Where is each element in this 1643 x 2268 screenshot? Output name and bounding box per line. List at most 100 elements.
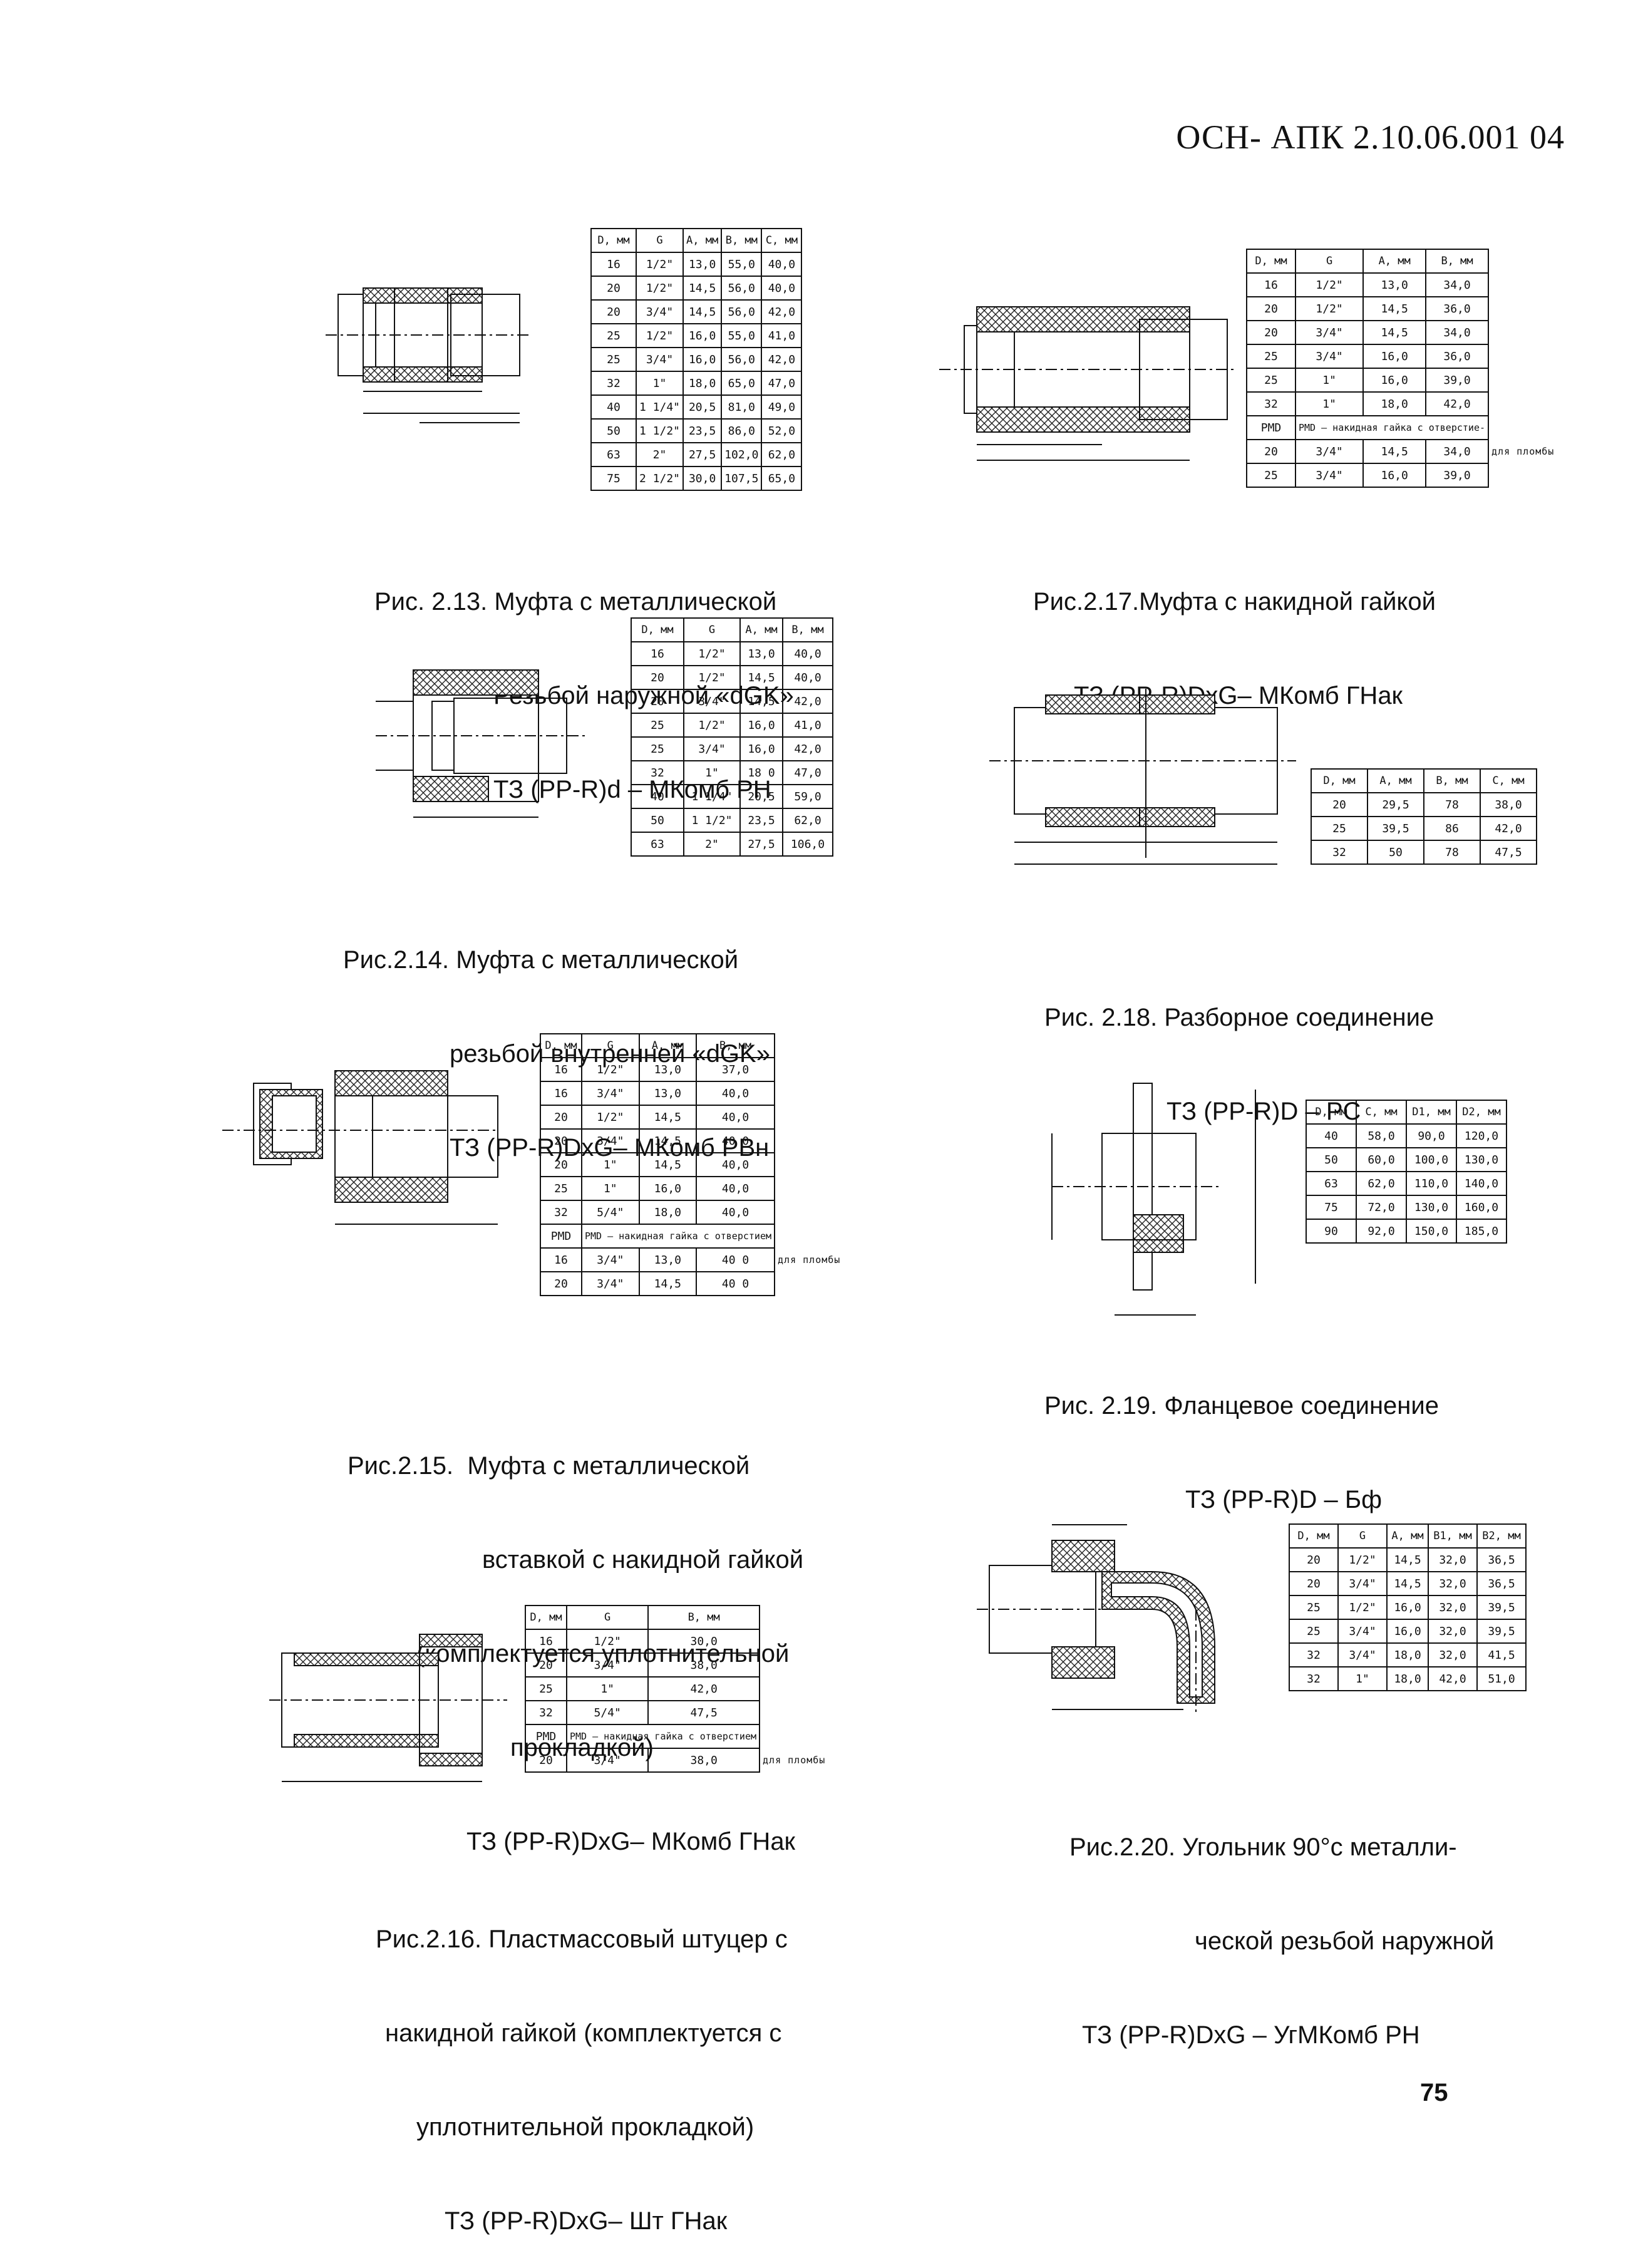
table-cell: 3/4" xyxy=(1294,439,1364,464)
table-cell: 86,0 xyxy=(721,418,763,443)
table-cell: 1" xyxy=(635,371,684,396)
table-cell: 25 xyxy=(1289,1619,1339,1644)
page-number: 75 xyxy=(1420,2079,1448,2106)
table-cell: 47,5 xyxy=(647,1700,761,1725)
table-cell: 37,0 xyxy=(696,1057,776,1082)
table-cell: 39,5 xyxy=(1367,816,1424,841)
table-cell: PMD – накидная гайка с отверстие- xyxy=(1294,415,1490,440)
table-cell: 75 xyxy=(590,466,637,491)
table-cell: 40,0 xyxy=(761,252,803,277)
table-cell: 5/4" xyxy=(581,1200,640,1225)
table-cell: 13,0 xyxy=(638,1081,698,1106)
table-cell: 18,0 xyxy=(682,371,723,396)
table-cell: 32 xyxy=(1289,1666,1339,1691)
drawing-fig-2-18 xyxy=(989,689,1296,865)
table-cell: 39,5 xyxy=(1476,1595,1527,1620)
table-cell: 16 xyxy=(540,1081,582,1106)
table-cell: 130,0 xyxy=(1406,1195,1457,1220)
table-cell: 3/4" xyxy=(1337,1571,1388,1596)
table-cell: 107,5 xyxy=(721,466,763,491)
table-cell: 5/4" xyxy=(565,1700,649,1725)
table-cell: А, мм xyxy=(682,228,723,253)
table-cell: 41,0 xyxy=(761,323,803,348)
table-cell: 34,0 xyxy=(1425,320,1490,345)
table-cell: 42,0 xyxy=(1428,1666,1478,1691)
table-cell: 39,0 xyxy=(1425,463,1490,488)
table-cell: А, мм xyxy=(1386,1523,1429,1549)
table-cell: 40,0 xyxy=(696,1176,776,1201)
table-cell: В2, мм xyxy=(1476,1523,1527,1549)
table-cell: 14,5 xyxy=(682,299,723,324)
table-cell: 55,0 xyxy=(721,323,763,348)
table-cell: 42,0 xyxy=(1425,391,1490,416)
table-cell: 60,0 xyxy=(1356,1147,1407,1172)
table-cell: PMD xyxy=(1246,415,1296,440)
table-cell: 50 xyxy=(590,418,637,443)
table-cell: 40,0 xyxy=(782,665,833,690)
table-cell: 41,0 xyxy=(782,713,833,738)
table-cell: 13,0 xyxy=(682,252,723,277)
table-cell: 40,0 xyxy=(696,1105,776,1130)
table-cell: 16 xyxy=(1246,272,1296,297)
drawing-fig-2-17 xyxy=(939,306,1234,461)
table-cell: 36,0 xyxy=(1425,344,1490,369)
table-cell: 38,0 xyxy=(647,1652,761,1678)
document-code: ОСН- АПК 2.10.06.001 04 xyxy=(1176,118,1565,156)
table-cell: 140,0 xyxy=(1456,1171,1507,1196)
table-cell: 14,5 xyxy=(739,665,783,690)
table-cell: PMD – накидная гайка с отверстием xyxy=(565,1724,761,1749)
table-cell: А, мм xyxy=(638,1033,698,1058)
table-cell: С, мм xyxy=(1480,768,1537,793)
table-cell: А, мм xyxy=(739,617,783,642)
table-cell: 16 xyxy=(540,1057,582,1082)
table-cell: 63 xyxy=(631,832,684,857)
table-cell: 65,0 xyxy=(721,371,763,396)
drawing-fig-2-20 xyxy=(977,1524,1215,1716)
table-cell: 20 xyxy=(540,1152,582,1177)
table-cell: 150,0 xyxy=(1406,1219,1457,1244)
table-cell: 14,5 xyxy=(638,1271,698,1296)
table-cell: 20 xyxy=(1246,439,1296,464)
table-cell: 47,0 xyxy=(761,371,803,396)
table-cell: 62,0 xyxy=(1356,1171,1407,1196)
table-cell: В, мм xyxy=(647,1605,761,1630)
table-cell: 13,0 xyxy=(638,1057,698,1082)
table-cell: В1, мм xyxy=(1428,1523,1478,1549)
table-cell: 36,5 xyxy=(1476,1571,1527,1596)
table-cell: 20 xyxy=(1289,1571,1339,1596)
table-cell: 50 xyxy=(631,808,684,833)
table-cell: 42,0 xyxy=(782,689,833,714)
table-cell: 23,5 xyxy=(682,418,723,443)
table-cell: 1 1/2" xyxy=(683,808,741,833)
table-cell: 1/2" xyxy=(635,252,684,277)
table-cell: 3/4" xyxy=(683,689,741,714)
table-cell: PMD xyxy=(525,1724,567,1749)
table-cell: 75 xyxy=(1306,1195,1357,1220)
table-cell: 25 xyxy=(1246,368,1296,393)
table-cell: для пломбы xyxy=(1491,446,1555,457)
table-cell: 20 xyxy=(525,1748,567,1773)
table-cell: 14,5 xyxy=(739,689,783,714)
table-cell: 16,0 xyxy=(1362,344,1427,369)
